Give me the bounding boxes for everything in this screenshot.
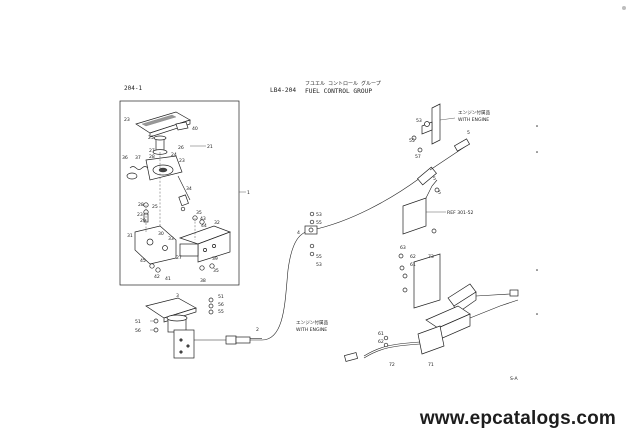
callout-63: 63 — [400, 245, 406, 251]
margin-mark-1 — [536, 125, 538, 127]
callout-23-top: 23 — [124, 117, 130, 123]
callout-32: 32 — [214, 220, 220, 226]
callout-62-upper: 62 — [410, 254, 416, 260]
callout-40: 40 — [192, 126, 198, 132]
engine-governor-assembly — [343, 253, 519, 362]
ref-note: REF 301-52 — [447, 210, 474, 216]
note-with-engine-jp-top: エンジン付属品 — [458, 109, 491, 116]
callout-55-right: 55 — [409, 138, 415, 144]
title-en: FUEL CONTROL GROUP — [305, 88, 372, 95]
callout-61-upper: 61 — [410, 262, 416, 268]
pedal-assembly-parts — [126, 111, 231, 273]
assembly-box — [119, 100, 240, 286]
callout-29: 29 — [140, 218, 146, 224]
callout-71: 71 — [428, 362, 434, 368]
callout-36: 36 — [122, 155, 128, 161]
title-jp: フユエル コントロール グループ — [305, 80, 381, 87]
callout-56-bottom: 56 — [135, 328, 141, 334]
callout-27: 27 — [149, 148, 155, 154]
callout-53-right: 53 — [416, 118, 422, 124]
callout-42: 42 — [154, 274, 160, 280]
callout-1: 1 — [247, 190, 250, 196]
callout-45: 45 — [140, 258, 146, 264]
callout-31: 31 — [127, 233, 133, 239]
callout-43: 43 — [200, 216, 206, 222]
corner-dot — [622, 6, 626, 10]
callout-51-bottom: 51 — [135, 319, 141, 325]
callout-55-lower: 55 — [316, 254, 322, 260]
callout-25-lower: 25 — [152, 204, 158, 210]
margin-mark-4 — [536, 313, 538, 315]
callout-4: 4 — [297, 230, 300, 236]
engine-lever-assembly — [402, 103, 471, 235]
page-code: 204-1 — [124, 85, 142, 92]
callout-24: 24 — [171, 152, 177, 158]
callout-2: 2 — [256, 327, 259, 333]
figure-ref: LB4-204 — [270, 87, 296, 94]
callout-55-upper: 55 — [316, 220, 322, 226]
pedal-assembled-view — [145, 297, 251, 359]
callout-6: 5 — [438, 190, 441, 196]
callout-5-lower: 5 — [433, 176, 436, 182]
callout-30: 30 — [158, 231, 164, 237]
note-with-engine-top: WITH ENGINE — [458, 117, 489, 123]
callout-3: 3 — [176, 293, 179, 299]
callout-53-upper: 53 — [316, 212, 322, 218]
callout-51-left: 51 — [218, 294, 224, 300]
callout-62-lower: 62 — [378, 339, 384, 345]
callout-28-upper: 28 — [149, 154, 155, 160]
callout-39: 39 — [212, 256, 218, 262]
callout-55-left: 55 — [218, 309, 224, 315]
callout-26: 26 — [178, 145, 184, 151]
margin-mark-3 — [536, 269, 538, 271]
callout-33: 33 — [168, 236, 174, 242]
callout-38: 38 — [200, 278, 206, 284]
margin-mark-2 — [536, 151, 538, 153]
fuel-cable — [250, 177, 421, 341]
callout-44: 44 — [201, 223, 207, 229]
callout-23-mid: 23 — [179, 158, 185, 164]
callout-5-upper: 5 — [467, 130, 470, 136]
pedal-assembly-callouts: 23 40 21 25 27 28 26 24 23 36 37 34 28 2… — [122, 117, 220, 284]
callout-27-lower: 27 — [176, 255, 182, 261]
callout-53-lower: 53 — [316, 262, 322, 268]
callout-72: 72 — [389, 362, 395, 368]
callout-37: 37 — [135, 155, 141, 161]
callout-35-lower: 35 — [213, 268, 219, 274]
callout-61-lower: 61 — [378, 331, 384, 337]
callout-23-lower: 23 — [137, 212, 143, 218]
note-with-engine-bottom: WITH ENGINE — [296, 327, 327, 333]
callout-25: 25 — [148, 135, 154, 141]
callout-57: 57 — [415, 154, 421, 160]
note-with-engine-jp-bottom: エンジン付属品 — [296, 319, 329, 326]
watermark: www.epcatalogs.com — [419, 408, 616, 429]
callout-21: 21 — [207, 144, 213, 150]
callout-56-left: 56 — [218, 302, 224, 308]
callout-28: 28 — [138, 202, 144, 208]
callout-41: 41 — [165, 276, 171, 282]
callout-34: 34 — [186, 186, 192, 192]
callout-73: 73 — [428, 254, 434, 260]
corner-code: S-A — [510, 376, 518, 382]
callout-35: 35 — [196, 210, 202, 216]
